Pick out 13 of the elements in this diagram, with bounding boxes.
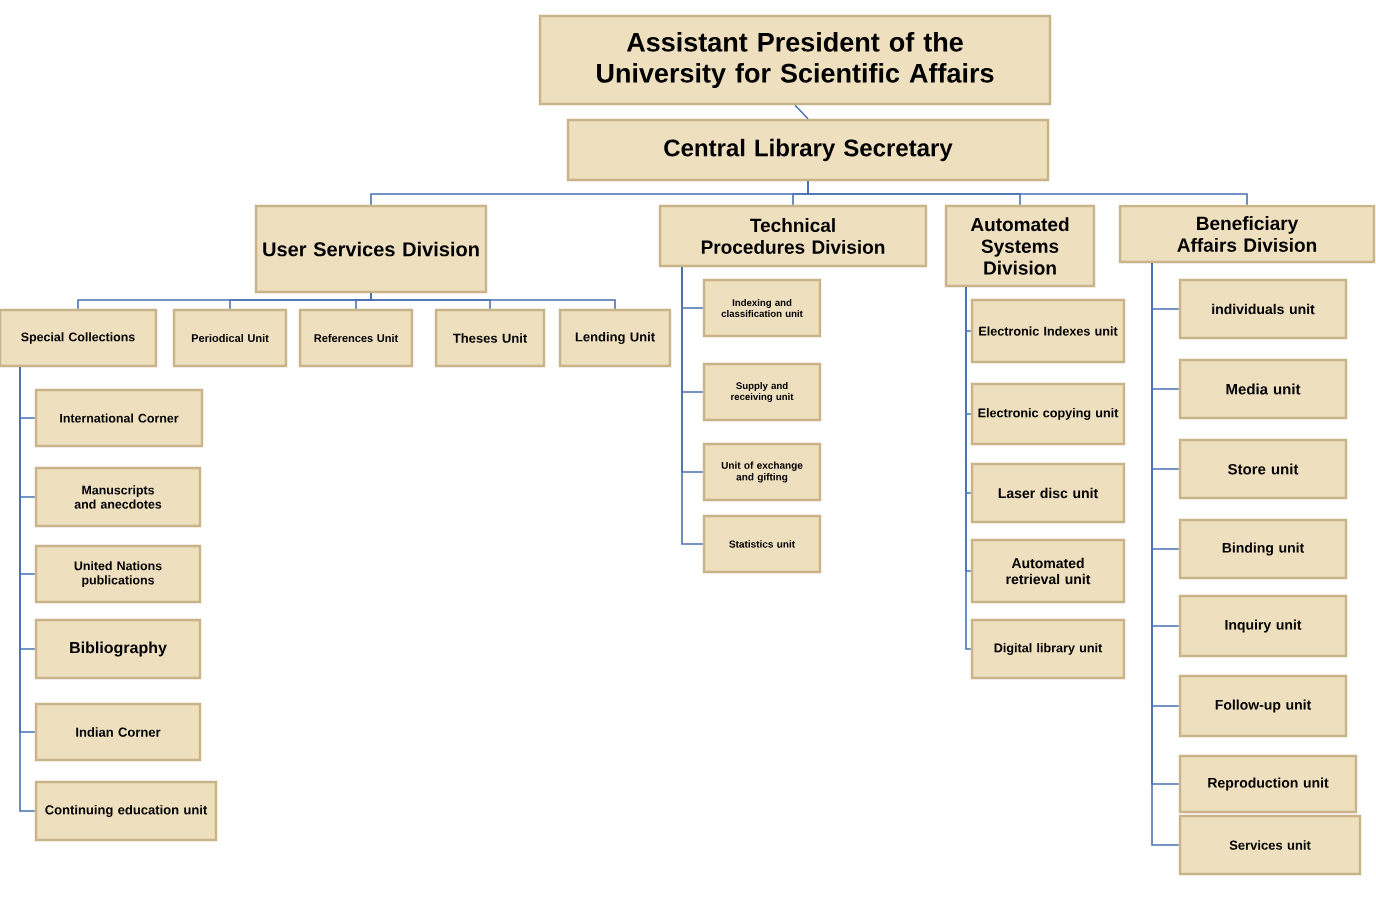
connector-line bbox=[370, 292, 616, 310]
unit-box: Technical Procedures Division bbox=[658, 204, 928, 268]
unit-box: Central Library Secretary bbox=[566, 118, 1050, 182]
unit-box: Beneficiary Affairs Division bbox=[1118, 204, 1376, 264]
connector-line bbox=[19, 366, 36, 812]
unit-box: Assistant President of the University for Scientific Affairs bbox=[538, 14, 1052, 106]
unit-box: Automated Systems Division bbox=[944, 204, 1096, 288]
unit-box: User Services Division bbox=[254, 204, 488, 294]
connector-line bbox=[681, 266, 704, 545]
connector-line bbox=[794, 104, 809, 120]
connector-line bbox=[965, 286, 972, 650]
connector-line bbox=[807, 180, 1248, 206]
unit-box: Bibliography bbox=[34, 618, 202, 680]
